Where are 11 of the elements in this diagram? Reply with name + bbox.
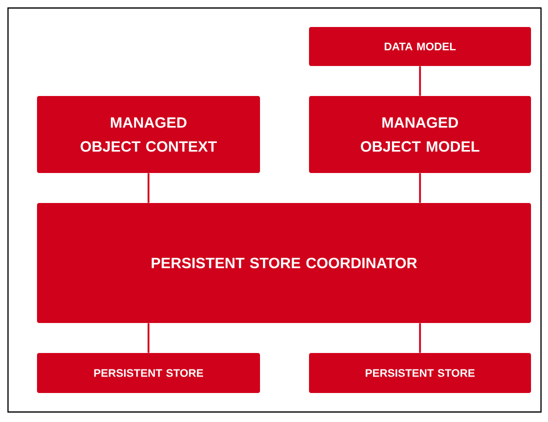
connector-line xyxy=(148,323,150,353)
connector-line xyxy=(419,66,421,96)
process-box: MANAGED OBJECT MODEL xyxy=(309,96,532,173)
process-box: DATA MODEL xyxy=(309,27,532,66)
process-box: PERSISTENT STORE xyxy=(309,353,532,393)
process-box: PERSISTENT STORE COORDINATOR xyxy=(37,203,532,323)
connector-line xyxy=(148,173,150,203)
connector-line xyxy=(419,173,421,203)
process-box: MANAGED OBJECT CONTEXT xyxy=(37,96,260,173)
connector-line xyxy=(419,323,421,353)
process-box: PERSISTENT STORE xyxy=(37,353,260,393)
